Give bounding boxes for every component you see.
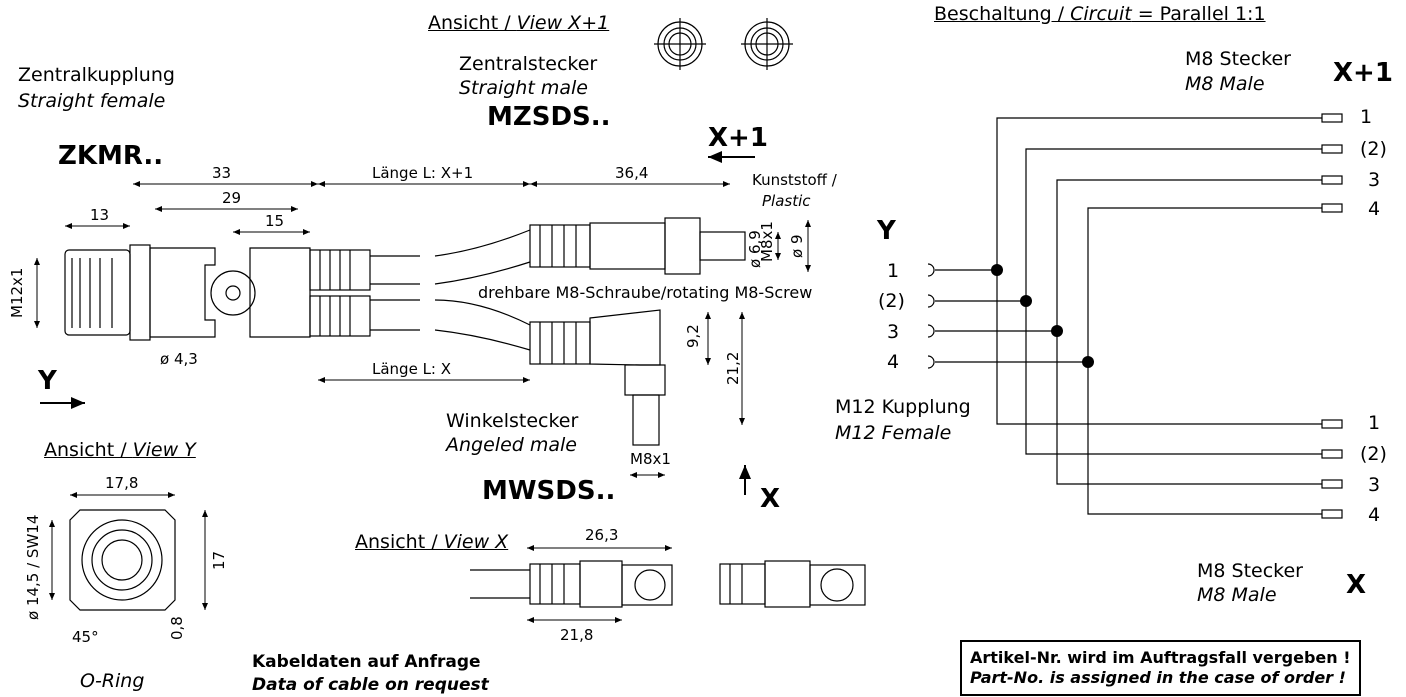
dim-phi43: ø 4,3 bbox=[160, 350, 198, 368]
dim-laenge-x: Länge L: X bbox=[372, 360, 452, 378]
dim-m12x1: M12x1 bbox=[8, 267, 26, 318]
m12-en: M12 Female bbox=[835, 422, 952, 444]
view-x-alt bbox=[719, 560, 866, 608]
m8-top-en: M8 Male bbox=[1185, 73, 1265, 95]
view-xp1-face-1 bbox=[654, 18, 706, 70]
cable-data-de: Kabeldaten auf Anfrage bbox=[252, 652, 481, 672]
pin-y-4: 4 bbox=[887, 351, 900, 373]
label-kunststoff: Kunststoff / bbox=[752, 171, 837, 189]
dim-21-8: 21,8 bbox=[560, 626, 594, 644]
m12-de: M12 Kupplung bbox=[835, 396, 971, 418]
winkelstecker-en: Angeled male bbox=[446, 434, 577, 456]
order-note-box: Artikel-Nr. wird im Auftragsfall vergebe… bbox=[960, 640, 1361, 696]
zentralkupplung-body bbox=[64, 244, 371, 341]
m12-marker: Y bbox=[877, 216, 896, 246]
zentralkupplung-en: Straight female bbox=[18, 90, 166, 112]
m8-bottom-de: M8 Stecker bbox=[1197, 560, 1303, 582]
m8-bottom-en: M8 Male bbox=[1197, 584, 1277, 606]
pin-y-3: 3 bbox=[887, 321, 900, 343]
dim-33: 33 bbox=[212, 164, 232, 182]
order-note-de: Artikel-Nr. wird im Auftragsfall vergebe… bbox=[970, 648, 1351, 667]
view-x-title: Ansicht / View X bbox=[355, 531, 509, 553]
cable-bottom bbox=[370, 299, 531, 351]
view-x-cable bbox=[470, 560, 673, 608]
m8-top-de: M8 Stecker bbox=[1185, 48, 1291, 70]
dim-0-8: 0,8 bbox=[168, 616, 186, 640]
view-y-face bbox=[69, 509, 176, 611]
pin-top-3: 3 bbox=[1368, 169, 1381, 191]
m8-bottom-marker: X bbox=[1346, 570, 1367, 600]
dim-m8x1: M8x1 bbox=[758, 221, 776, 262]
zentralstecker-code: MZSDS.. bbox=[487, 102, 611, 132]
cable-data-en: Data of cable on request bbox=[252, 675, 489, 695]
dim-21-2: 21,2 bbox=[724, 351, 742, 385]
zentralstecker-en: Straight male bbox=[459, 77, 588, 99]
marker-y: Y bbox=[38, 366, 57, 396]
circuit-wiring bbox=[927, 113, 1343, 519]
marker-x: X bbox=[760, 484, 781, 514]
marker-xp1: X+1 bbox=[708, 123, 768, 153]
straight-male-body bbox=[529, 217, 746, 275]
label-rotating-screw: drehbare M8-Schraube/rotating M8-Screw bbox=[478, 283, 813, 302]
pin-y-1: 1 bbox=[887, 260, 900, 282]
order-note-en: Part-No. is assigned in the case of orde… bbox=[970, 668, 1346, 687]
dim-36-4: 36,4 bbox=[615, 164, 649, 182]
dim-45-deg: 45° bbox=[72, 628, 99, 646]
dim-phi9: ø 9 bbox=[788, 234, 806, 259]
pin-top-1: 1 bbox=[1360, 106, 1373, 128]
pin-top-2: (2) bbox=[1360, 138, 1387, 160]
dim-15: 15 bbox=[265, 212, 285, 230]
pin-bottom-3: 3 bbox=[1368, 474, 1381, 496]
label-o-ring: O-Ring bbox=[80, 670, 145, 692]
cable-top bbox=[370, 229, 531, 285]
dim-laenge-xp1: Länge L: X+1 bbox=[372, 164, 474, 182]
winkelstecker-de: Winkelstecker bbox=[446, 410, 579, 432]
dim-29: 29 bbox=[222, 189, 242, 207]
angled-male-body bbox=[529, 309, 666, 446]
dim-m8x1-angled: M8x1 bbox=[630, 450, 671, 468]
pin-top-4: 4 bbox=[1368, 198, 1381, 220]
view-xp1-face-2 bbox=[741, 18, 793, 70]
pin-bottom-4: 4 bbox=[1368, 504, 1381, 526]
zentralstecker-de: Zentralstecker bbox=[459, 53, 598, 75]
dim-13: 13 bbox=[90, 206, 110, 224]
dim-17-8: 17,8 bbox=[105, 474, 139, 492]
circuit-junctions bbox=[991, 264, 1094, 368]
m8-top-marker: X+1 bbox=[1333, 58, 1393, 88]
zentralkupplung-code: ZKMR.. bbox=[58, 141, 164, 171]
view-xp1-title: Ansicht / View X+1 bbox=[428, 12, 610, 34]
circuit-title: Beschaltung / Circuit = Parallel 1:1 bbox=[934, 3, 1266, 25]
zentralkupplung-de: Zentralkupplung bbox=[18, 64, 175, 86]
dim-9-2: 9,2 bbox=[684, 324, 702, 348]
label-plastic: Plastic bbox=[762, 192, 811, 210]
dim-26-3: 26,3 bbox=[585, 526, 619, 544]
dimension-lines bbox=[34, 181, 811, 623]
view-y-title: Ansicht / View Y bbox=[44, 439, 196, 461]
winkelstecker-code: MWSDS.. bbox=[482, 476, 616, 506]
pin-bottom-1: 1 bbox=[1368, 412, 1381, 434]
dim-phi14-5: ø 14,5 / SW14 bbox=[24, 514, 42, 620]
pin-y-2: (2) bbox=[878, 290, 905, 312]
dim-17: 17 bbox=[210, 550, 228, 570]
pin-bottom-2: (2) bbox=[1360, 443, 1387, 465]
